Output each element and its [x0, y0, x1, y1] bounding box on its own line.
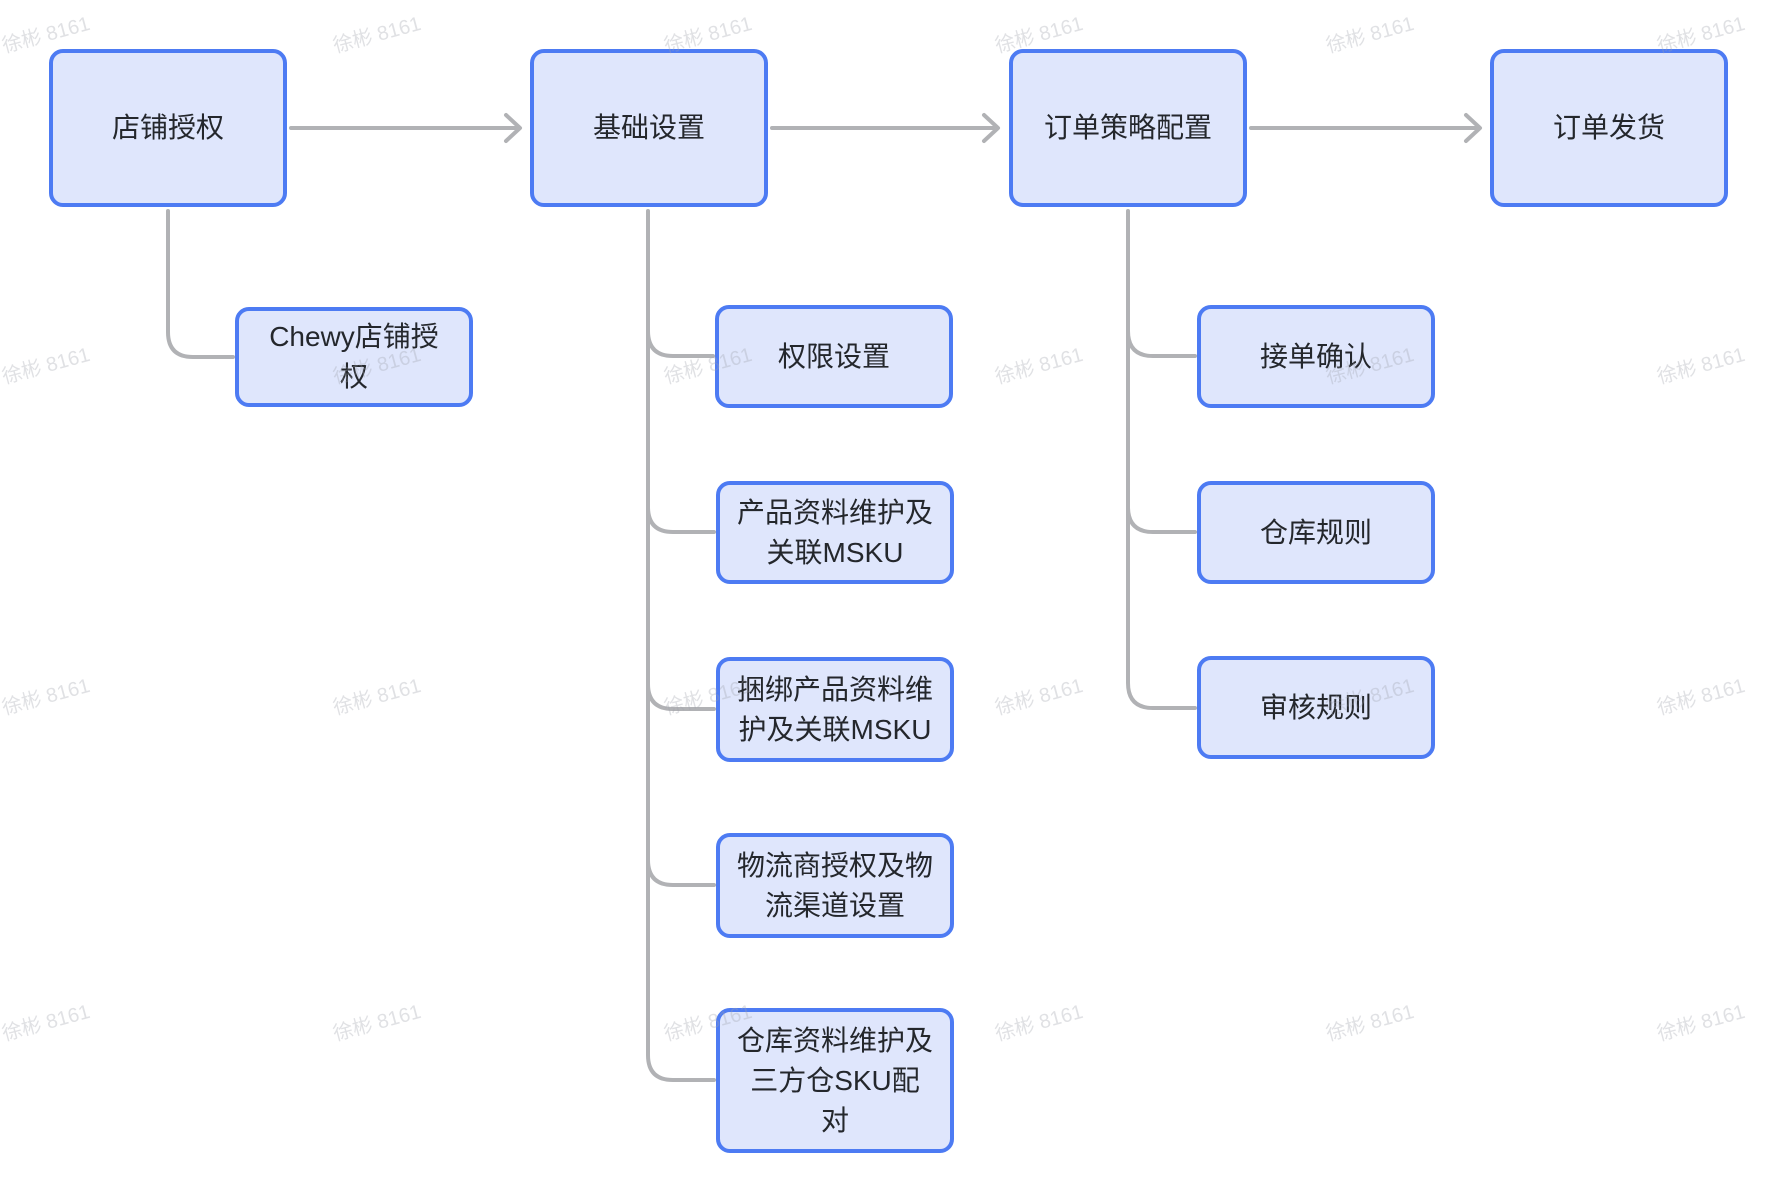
arrow-order-strategy-to-order-shipping: [1249, 113, 1482, 143]
flow-node-basic-setup[interactable]: 基础设置: [530, 49, 768, 207]
flow-node-store-auth[interactable]: 店铺授权: [49, 49, 287, 207]
arrow-store-auth-to-basic-setup: [289, 113, 522, 143]
flow-node-bundle-product-msku[interactable]: 捆绑产品资料维护及关联MSKU: [716, 657, 954, 762]
flow-node-warehouse-data-sku-pairing[interactable]: 仓库资料维护及三方仓SKU配对: [716, 1008, 954, 1153]
flow-node-permission-setup[interactable]: 权限设置: [715, 305, 953, 408]
flow-node-order-acceptance-confirm[interactable]: 接单确认: [1197, 305, 1435, 408]
arrow-basic-setup-to-order-strategy: [770, 113, 1000, 143]
flow-node-chewy-store-auth[interactable]: Chewy店铺授权: [235, 307, 473, 407]
flow-node-logistics-provider-channel[interactable]: 物流商授权及物流渠道设置: [716, 833, 954, 938]
flow-node-audit-rule[interactable]: 审核规则: [1197, 656, 1435, 759]
flow-node-order-shipping[interactable]: 订单发货: [1490, 49, 1728, 207]
flow-node-warehouse-rule[interactable]: 仓库规则: [1197, 481, 1435, 584]
branch-basic-setup-children: [646, 209, 716, 1082]
flow-node-order-strategy-config[interactable]: 订单策略配置: [1009, 49, 1247, 207]
flow-node-product-data-msku[interactable]: 产品资料维护及关联MSKU: [716, 481, 954, 584]
branch-order-strategy-children: [1126, 209, 1197, 710]
branch-store-auth-children: [166, 209, 235, 359]
